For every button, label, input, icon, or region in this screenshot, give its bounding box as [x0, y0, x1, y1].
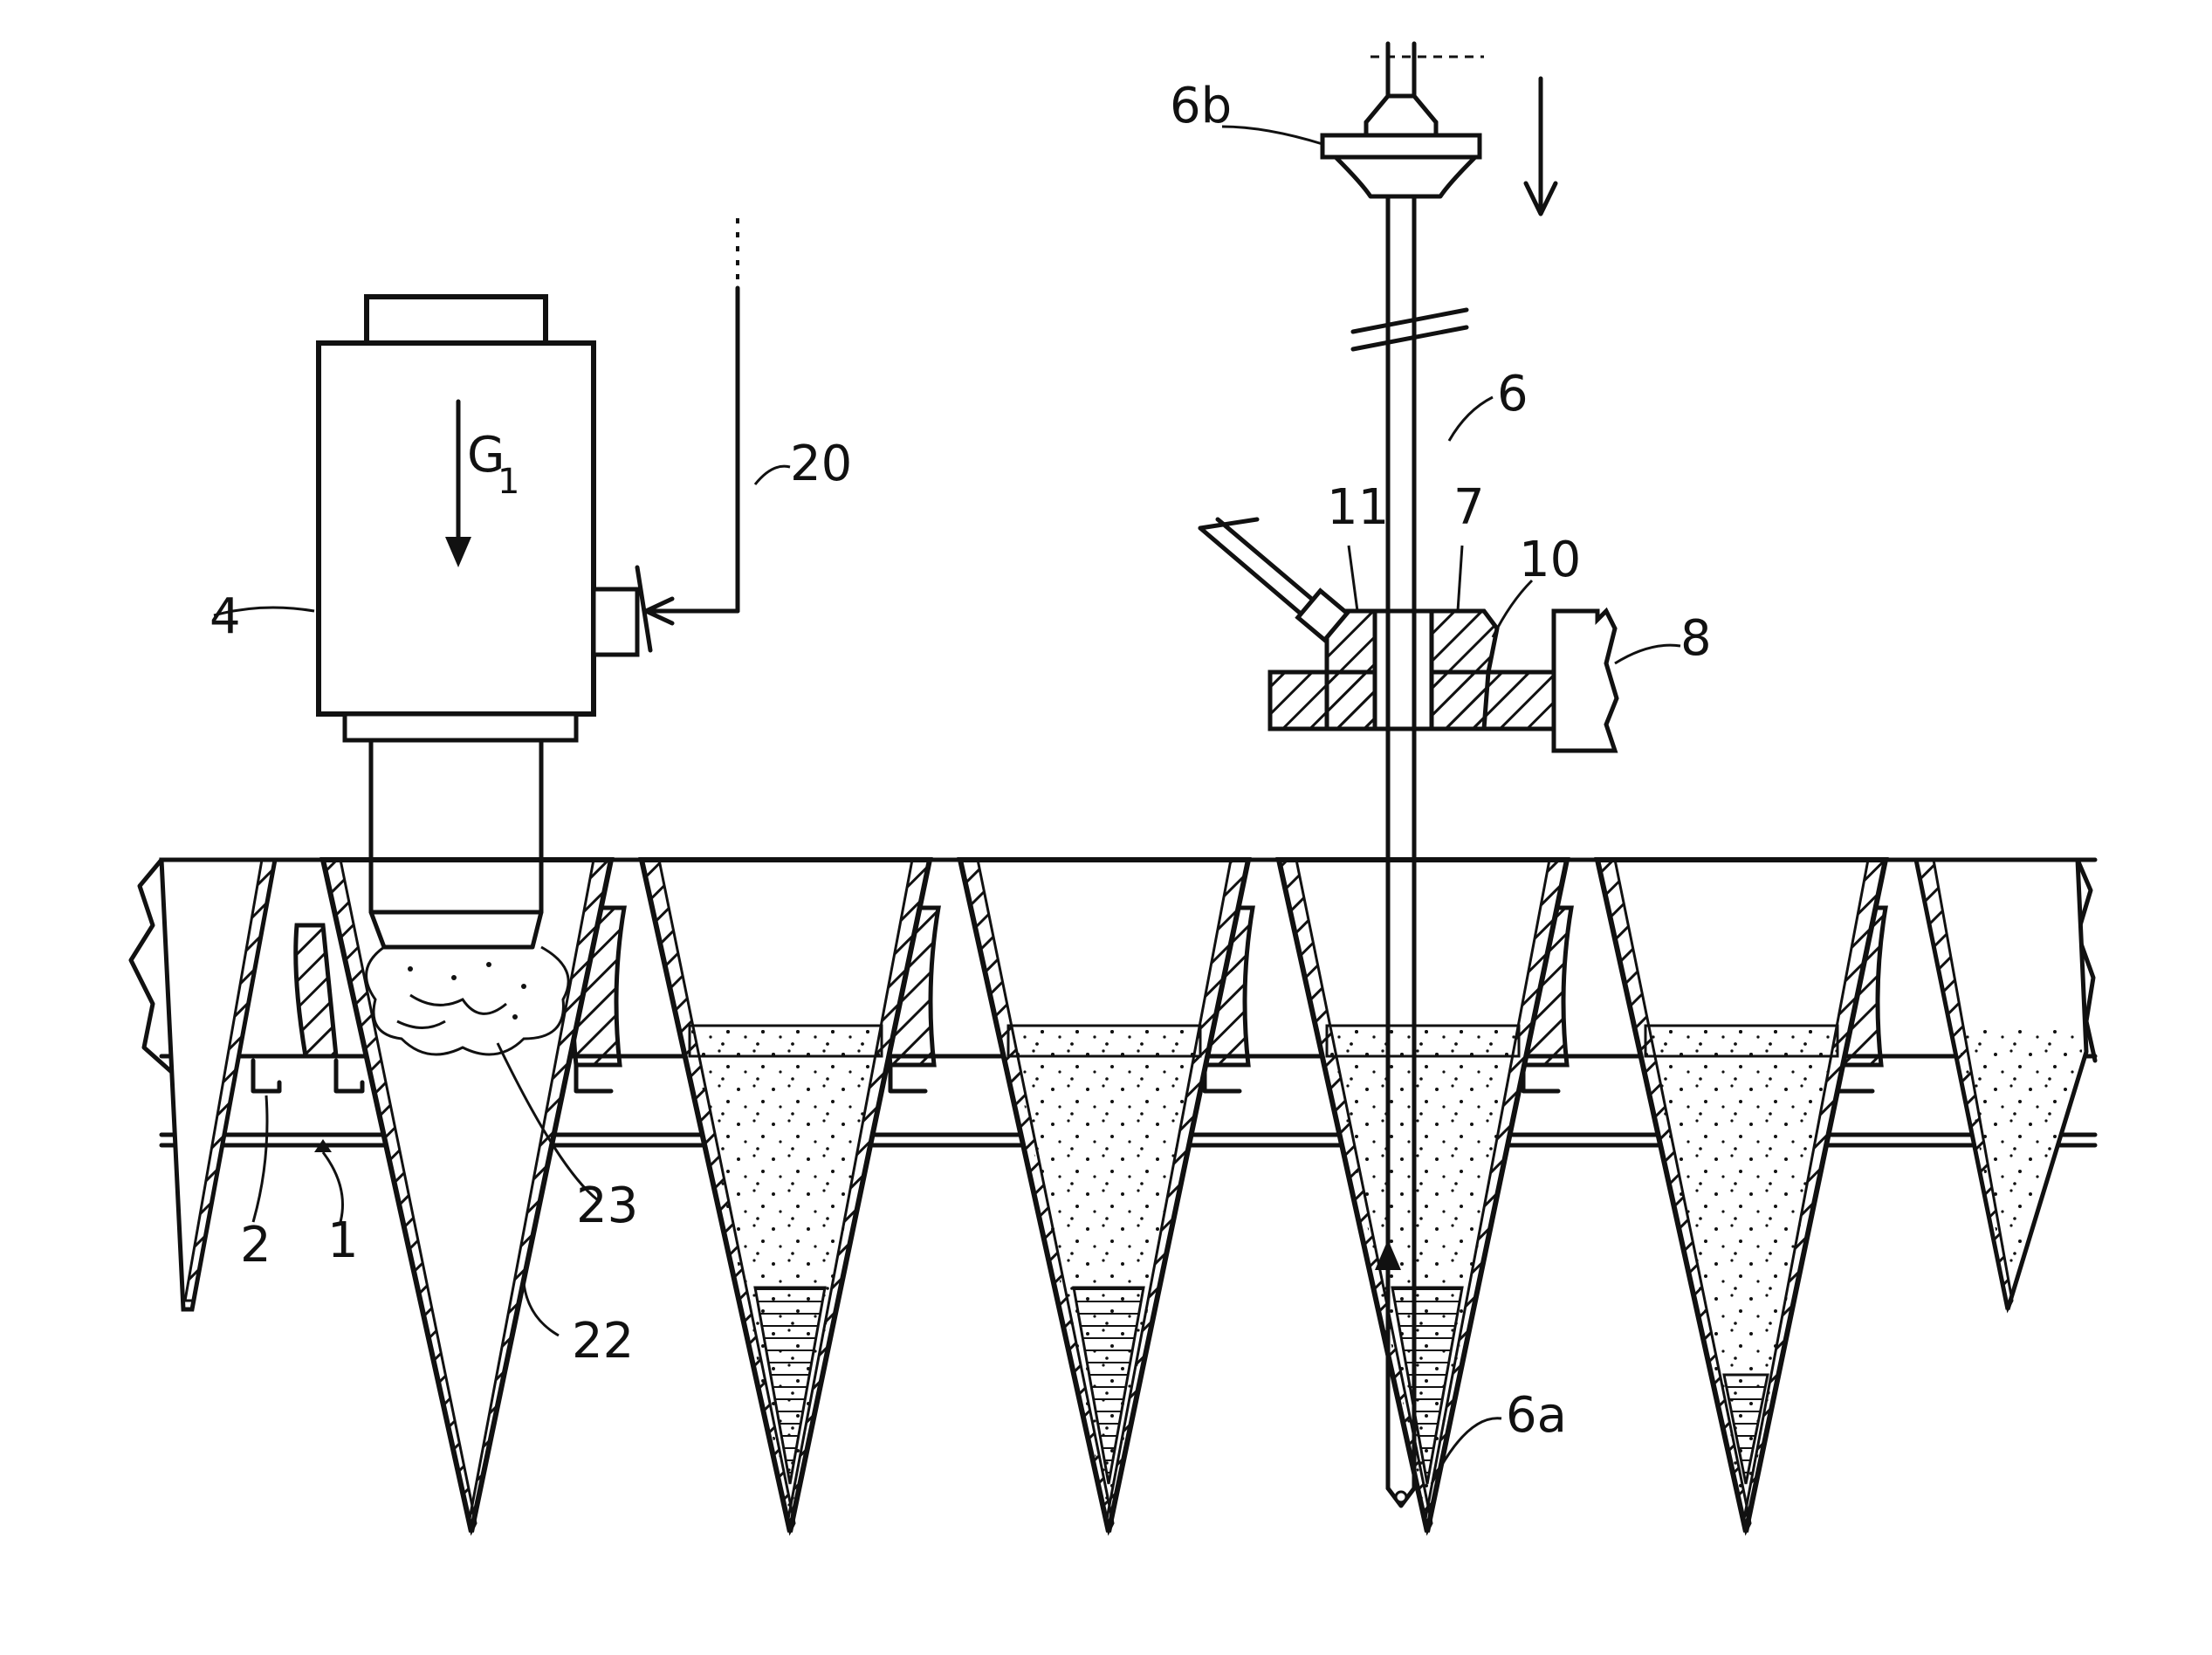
feed-line-20 [646, 218, 738, 623]
cone-22 [323, 860, 611, 1532]
cone-filled-5 [1597, 860, 1886, 1532]
label-guide-block: 7 [1453, 479, 1485, 536]
label-flow-subscript: 1 [498, 462, 519, 502]
label-probe-tip: 6a [1506, 1387, 1567, 1444]
label-conveyor: 1 [327, 1212, 359, 1269]
label-guide-tube: 11 [1327, 479, 1389, 536]
cone-partial-right [1916, 860, 2086, 1309]
label-probe: 6 [1497, 366, 1528, 422]
label-cone: 22 [572, 1313, 634, 1370]
label-probe-head: 6b [1170, 78, 1232, 134]
tank-4 [319, 297, 650, 947]
label-seal: 10 [1519, 532, 1581, 588]
label-frame: 8 [1680, 610, 1712, 667]
label-foam: 23 [576, 1178, 638, 1234]
cone-filled-3 [960, 860, 1248, 1532]
label-rail: 2 [240, 1217, 271, 1274]
label-tank: 4 [210, 588, 241, 645]
cone-filled-2 [642, 860, 930, 1532]
label-feed-line: 20 [790, 436, 852, 492]
